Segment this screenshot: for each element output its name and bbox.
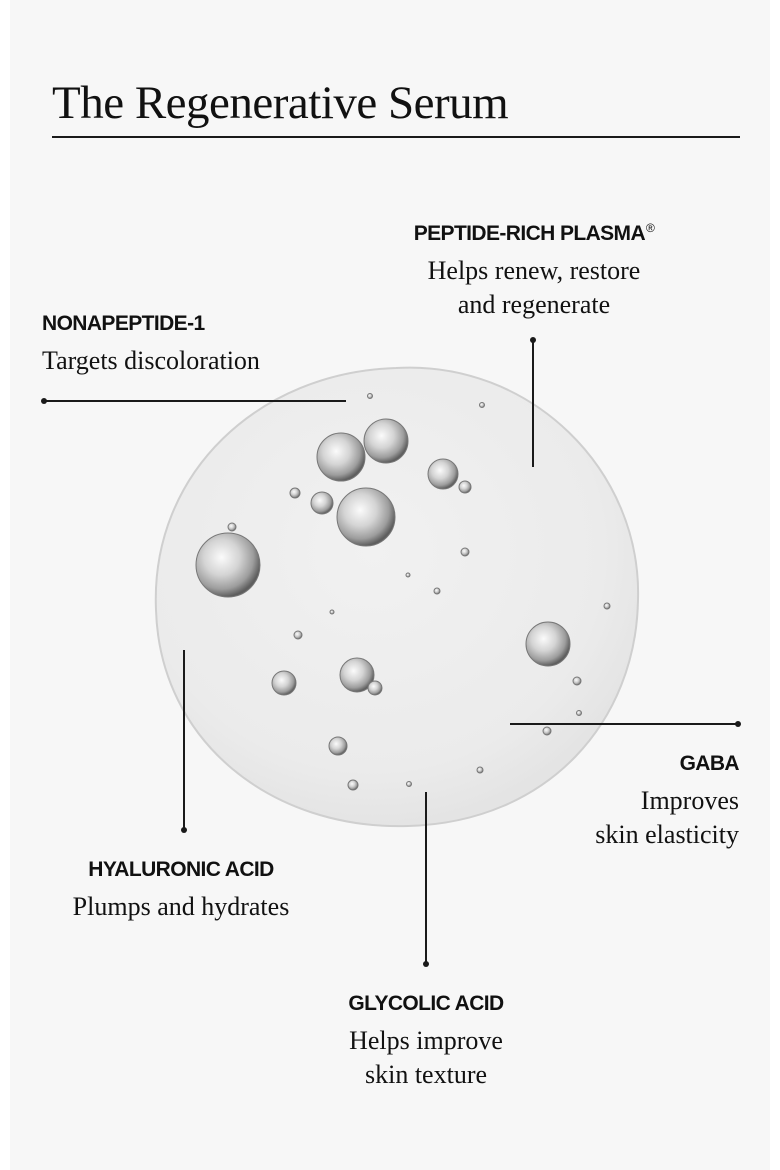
bubble [195,532,261,598]
bubble [406,781,412,787]
bubble [479,402,485,408]
bubble [433,587,441,595]
ingredient-name: HYALURONIC ACID [88,858,274,881]
bubble [367,680,383,696]
bubble [525,621,571,667]
bubble [460,547,470,557]
callout-line [532,340,534,467]
ingredient-nonapeptide-1: NONAPEPTIDE-1 Targets discoloration [42,310,362,378]
ingredient-hyaluronic-acid: HYALURONIC ACID Plumps and hydrates [44,856,318,924]
ingredient-glycolic-acid: GLYCOLIC ACID Helps improve skin texture [296,990,556,1092]
bubble [603,602,611,610]
bubble [367,393,373,399]
ingredient-description: Helps renew, restore and regenerate [427,256,641,319]
title-divider [52,136,740,138]
bubble [336,487,396,547]
infographic: The Regenerative Serum [10,0,770,1170]
callout-dot [423,961,429,967]
bubble [458,480,472,494]
bubble [316,432,366,482]
ingredient-description: Targets discoloration [42,346,260,375]
ingredient-name: PEPTIDE-RICH PLASMA® [413,221,655,245]
ingredient-name: GLYCOLIC ACID [348,992,504,1015]
bubbles [195,393,611,791]
bubble [363,418,409,464]
ingredient-description: Improves skin elasticity [595,786,739,849]
ingredient-gaba: GABA Improves skin elasticity [488,750,739,852]
bubble [347,779,359,791]
bubble [572,676,582,686]
bubble [576,710,582,716]
callout-line [425,792,427,964]
bubble [271,670,297,696]
callout-line [183,650,185,830]
ingredient-name: NONAPEPTIDE-1 [42,312,205,335]
callout-line [44,400,346,402]
bubble [293,630,303,640]
registered-mark: ® [646,221,655,235]
ingredient-description: Helps improve skin texture [349,1026,503,1089]
bubble [310,491,334,515]
bubble [405,572,411,578]
bubble [427,458,459,490]
ingredient-name: GABA [679,752,740,775]
bubble [476,766,484,774]
serum-drop [154,366,640,828]
callout-dot [735,721,741,727]
bubble [227,522,237,532]
callout-line [510,723,738,725]
bubble [339,657,375,693]
bubble [328,736,348,756]
bubble [289,487,301,499]
bubble [329,609,335,615]
page-title: The Regenerative Serum [52,77,509,129]
bubble [542,726,552,736]
serum-drop-illustration [154,366,640,828]
ingredient-peptide-rich-plasma: PEPTIDE-RICH PLASMA® Helps renew, restor… [370,214,698,322]
ingredient-description: Plumps and hydrates [72,892,290,921]
callout-dot [181,827,187,833]
